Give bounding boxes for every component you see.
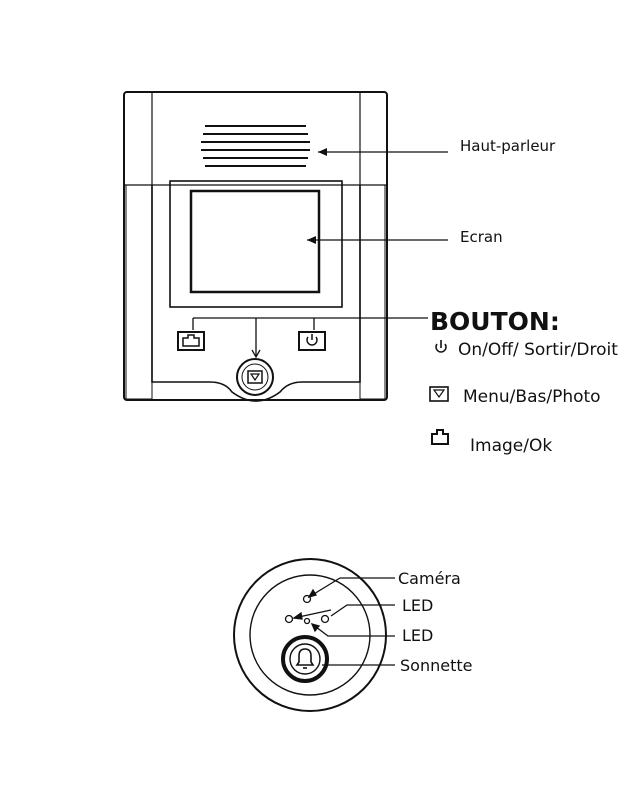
speaker-callout: Haut-parleur (318, 137, 556, 156)
power-icon (435, 343, 447, 353)
door-unit: Caméra LED LED Sonnette (233, 558, 472, 712)
monitor-front-panel (151, 185, 361, 402)
light-sensor (303, 617, 311, 625)
led-left (284, 614, 294, 624)
menu-down-button[interactable] (236, 358, 274, 396)
door-unit-outer-ring (233, 558, 387, 712)
led-top-label: LED (402, 596, 433, 615)
led-right (320, 614, 330, 624)
bell-label: Sonnette (400, 656, 472, 675)
power-button[interactable] (298, 331, 326, 351)
bell-button[interactable] (281, 635, 329, 683)
monitor-left-strip (125, 184, 153, 400)
door-unit-inner-ring (249, 574, 371, 696)
buttons-heading: BOUTON: (430, 307, 560, 336)
legend-power-text: On/Off/ Sortir/Droit (458, 340, 618, 360)
legend-power: On/Off/ Sortir/Droit (435, 340, 618, 360)
menu-down-icon (249, 373, 261, 382)
speaker-label: Haut-parleur (460, 137, 556, 155)
led-bottom-label: LED (402, 626, 433, 645)
home-icon (431, 429, 449, 445)
menu-down-icon (432, 389, 446, 399)
camera-label: Caméra (398, 569, 461, 588)
screen-callout: Ecran (307, 228, 503, 246)
monitor-right-strip (359, 184, 386, 400)
monitor-unit: Haut-parleur Ecran BOUTON: On/Off/ Sorti… (123, 91, 618, 456)
bell-icon (295, 648, 315, 666)
bouton-callout (192, 317, 428, 359)
camera-callout (307, 577, 395, 599)
home-button[interactable] (177, 331, 205, 351)
screen-display (189, 189, 321, 294)
led-bottom-callout (310, 622, 395, 637)
legend-home: Image/Ok (431, 429, 552, 456)
legend-menu: Menu/Bas/Photo (429, 386, 601, 407)
legend-home-text: Image/Ok (470, 436, 552, 456)
led-top-callout (292, 604, 395, 620)
legend-menu-text: Menu/Bas/Photo (463, 387, 601, 407)
power-icon (306, 336, 318, 346)
screen-label: Ecran (460, 228, 503, 246)
home-icon (182, 334, 200, 347)
speaker-grille (201, 125, 310, 167)
screen-bezel (169, 180, 343, 308)
monitor-outer-body (123, 91, 388, 401)
camera-lens (302, 594, 312, 604)
